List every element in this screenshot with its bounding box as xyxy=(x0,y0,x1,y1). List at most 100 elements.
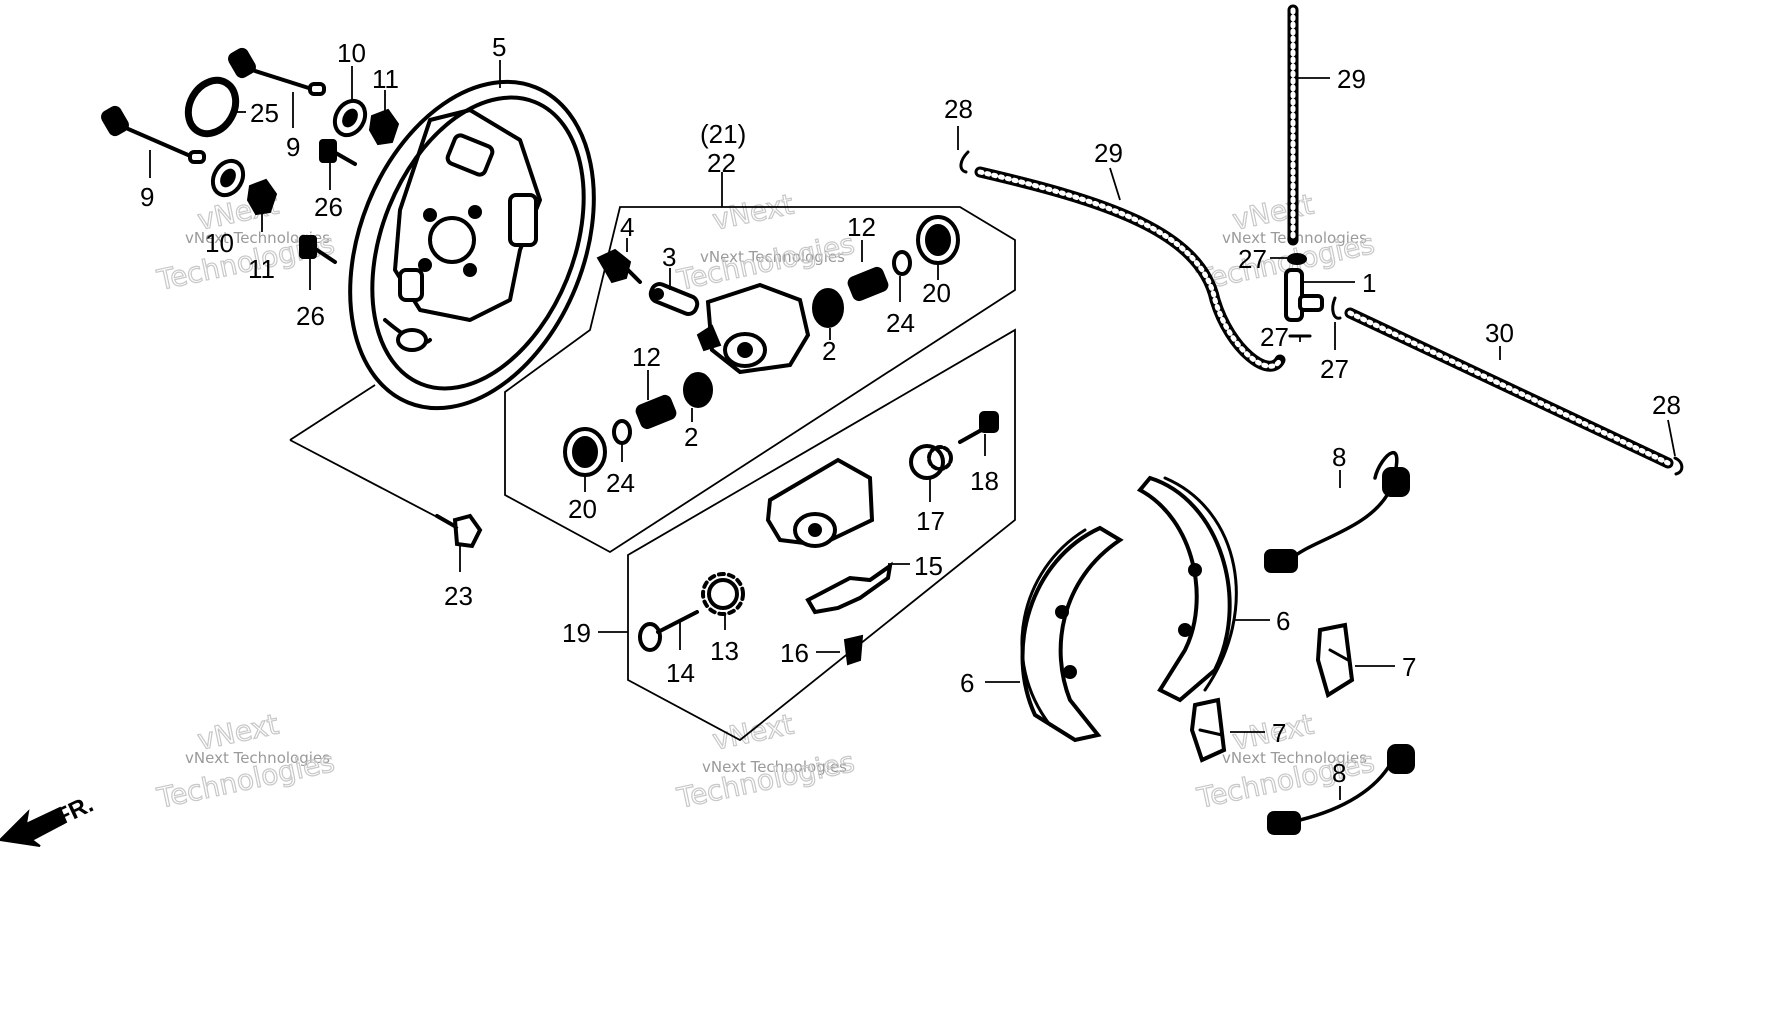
stud-26-upper xyxy=(319,139,357,166)
hose-30 xyxy=(1344,307,1674,469)
callout-25: 25 xyxy=(250,98,279,128)
wheel-cylinder-body xyxy=(696,282,811,375)
nut-11-lower xyxy=(246,178,278,216)
seal-10-lower xyxy=(210,158,246,198)
watermark-text: vNext Technologies xyxy=(1222,749,1367,767)
retainer-clip-7-lower xyxy=(1189,697,1227,763)
watermark-text: vNext Technologies xyxy=(185,749,330,767)
callout-13: 13 xyxy=(710,636,739,666)
callout-9: 9 xyxy=(286,132,300,162)
retainer-clip-7-upper xyxy=(1315,622,1355,699)
callout-10: 10 xyxy=(205,228,234,258)
callout-6: 6 xyxy=(1276,606,1290,636)
callout-4: 4 xyxy=(620,212,634,242)
spring-8-lower xyxy=(1267,744,1415,835)
washer-24-lower xyxy=(612,419,632,445)
o-ring-25 xyxy=(184,76,240,138)
watermark-text: vNext Technologies xyxy=(185,229,330,247)
brake-shoe-6-right xyxy=(1136,475,1238,703)
callout-20: 20 xyxy=(568,494,597,524)
callout-22: 22 xyxy=(707,148,736,178)
callout-21: (21) xyxy=(700,119,746,149)
clip-28-left xyxy=(959,150,970,174)
callout-1: 1 xyxy=(1362,268,1376,298)
callout-7: 7 xyxy=(1402,652,1416,682)
callout-2: 2 xyxy=(684,422,698,452)
callout-6: 6 xyxy=(960,668,974,698)
watermark-text: vNext Technologies xyxy=(700,248,845,266)
callout-26: 26 xyxy=(296,301,325,331)
nipple-16 xyxy=(843,634,864,666)
assembly-box-22 xyxy=(504,206,1016,554)
callout-29: 29 xyxy=(1337,64,1366,94)
callout-11: 11 xyxy=(248,254,275,284)
brake-shoe-6-left xyxy=(1020,525,1124,743)
seal-10-upper xyxy=(332,98,368,138)
callout-2: 2 xyxy=(822,336,836,366)
cup-2-upper xyxy=(812,288,844,328)
bleeder-4 xyxy=(596,248,642,284)
watermark-text: vNext Technologies xyxy=(702,758,847,776)
callout-12: 12 xyxy=(847,212,876,242)
washer-24-upper xyxy=(892,250,912,276)
watermark-group-5: vNext vNext Technologies Technologies xyxy=(673,707,858,816)
boot-20-upper xyxy=(916,215,960,265)
bolt-18 xyxy=(958,411,999,444)
callout-16: 16 xyxy=(780,638,809,668)
callout-18: 18 xyxy=(970,466,999,496)
clip-28-right xyxy=(1673,456,1684,476)
star-wheel-13 xyxy=(701,572,745,616)
callout-11: 11 xyxy=(372,64,399,94)
callout-28: 28 xyxy=(944,94,973,124)
callout-12: 12 xyxy=(632,342,661,372)
brake-panel xyxy=(348,79,596,411)
callout-19: 19 xyxy=(562,618,591,648)
watermark-logo: vNext xyxy=(710,708,797,757)
callout-23: 23 xyxy=(444,581,473,611)
callout-3: 3 xyxy=(662,242,676,272)
adjuster-body xyxy=(765,457,875,548)
hose-29-curved xyxy=(974,166,1286,372)
piston-12-upper xyxy=(847,266,889,302)
cup-2-lower xyxy=(683,372,713,408)
callout-7: 7 xyxy=(1272,718,1286,748)
callout-8: 8 xyxy=(1332,442,1346,472)
callout-14: 14 xyxy=(666,658,695,688)
callout-5: 5 xyxy=(492,32,506,62)
adjuster-screw-14 xyxy=(638,610,699,652)
callout-24: 24 xyxy=(886,308,915,338)
adjuster-wheel-17 xyxy=(909,444,953,480)
piston-12-lower xyxy=(635,394,677,430)
callout-26: 26 xyxy=(314,192,343,222)
callout-29: 29 xyxy=(1094,138,1123,168)
callout-28: 28 xyxy=(1652,390,1681,420)
stud-26-lower xyxy=(299,235,337,264)
bolt-9-lower xyxy=(101,105,206,164)
callout-17: 17 xyxy=(916,506,945,536)
callouts: 5 10 11 25 9 9 26 10 11 26 (21) 22 4 3 1… xyxy=(140,32,1681,788)
callout-9: 9 xyxy=(140,182,154,212)
spring-8-upper xyxy=(1264,451,1410,573)
watermark-logo: Technologies xyxy=(674,745,858,815)
watermark-group-4: vNext vNext Technologies Technologies xyxy=(153,707,338,816)
callout-8: 8 xyxy=(1332,758,1346,788)
callout-10: 10 xyxy=(337,38,366,68)
joint-1 xyxy=(1284,268,1324,322)
nut-11-upper xyxy=(368,108,400,146)
callout-20: 20 xyxy=(922,278,951,308)
callout-27: 27 xyxy=(1320,354,1349,384)
callout-27: 27 xyxy=(1260,322,1289,352)
callout-27: 27 xyxy=(1238,244,1267,274)
piston-3 xyxy=(648,282,700,316)
lever-15 xyxy=(805,561,893,615)
front-direction-arrow-icon: FR. xyxy=(0,791,98,847)
watermark-group-2: vNext vNext Technologies Technologies xyxy=(673,187,858,298)
assembly-box-19 xyxy=(627,328,1016,742)
callout-30: 30 xyxy=(1485,318,1514,348)
bolt-9-upper xyxy=(228,47,326,96)
callout-24: 24 xyxy=(606,468,635,498)
callout-15: 15 xyxy=(914,551,943,581)
boot-20-lower xyxy=(563,427,607,477)
leader-lines xyxy=(149,60,1676,800)
